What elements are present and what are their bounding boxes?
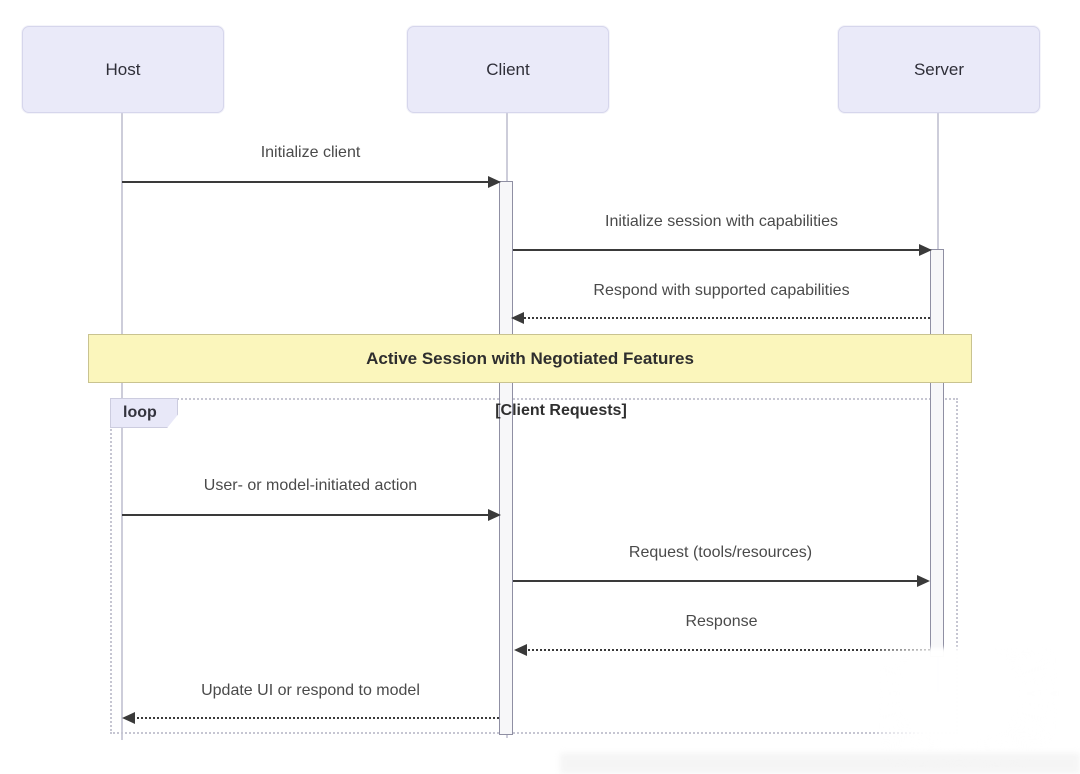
message-arrow-update-ui — [122, 712, 499, 724]
message-label: Update UI or respond to model — [201, 682, 420, 699]
participant-label-server: Server — [913, 59, 965, 79]
arrowhead — [488, 176, 501, 188]
message-arrow-user-action — [122, 509, 501, 521]
participant-label-client: Client — [486, 59, 530, 79]
arrowhead — [917, 575, 930, 587]
message-label: Request (tools/resources) — [628, 544, 813, 561]
arrowhead — [511, 312, 524, 324]
message-label: User- or model-initiated action — [203, 477, 418, 494]
loop-frame — [110, 398, 958, 734]
message-arrow-respond-capabilities — [511, 312, 930, 324]
message-label: Initialize session with capabilities — [605, 213, 838, 230]
participant-label-host: Host — [105, 59, 141, 79]
arrowhead — [488, 509, 501, 521]
arrowhead — [919, 244, 932, 256]
message-arrow-initialize-client — [122, 176, 501, 188]
note-banner: Active Session with Negotiated Features — [88, 334, 972, 383]
activation-bar-client — [499, 181, 513, 735]
note-text: Active Session with Negotiated Features — [366, 348, 694, 368]
participant-box-client: Client — [407, 26, 609, 113]
message-label: Initialize client — [260, 144, 361, 161]
message-arrow-initialize-session — [513, 244, 932, 256]
arrowhead — [514, 644, 527, 656]
loop-label-tab: loop — [110, 398, 178, 428]
arrowhead — [122, 712, 135, 724]
loop-label: loop — [123, 404, 157, 421]
blur-artifact — [560, 753, 1080, 774]
participant-box-host: Host — [22, 26, 224, 113]
participant-box-server: Server — [838, 26, 1040, 113]
message-arrow-request — [513, 575, 930, 587]
message-arrow-response — [514, 644, 930, 656]
message-label: Respond with supported capabilities — [593, 282, 850, 299]
activation-bar-server — [930, 249, 944, 657]
loop-condition: [Client Requests] — [495, 402, 627, 419]
message-label: Response — [685, 613, 758, 630]
